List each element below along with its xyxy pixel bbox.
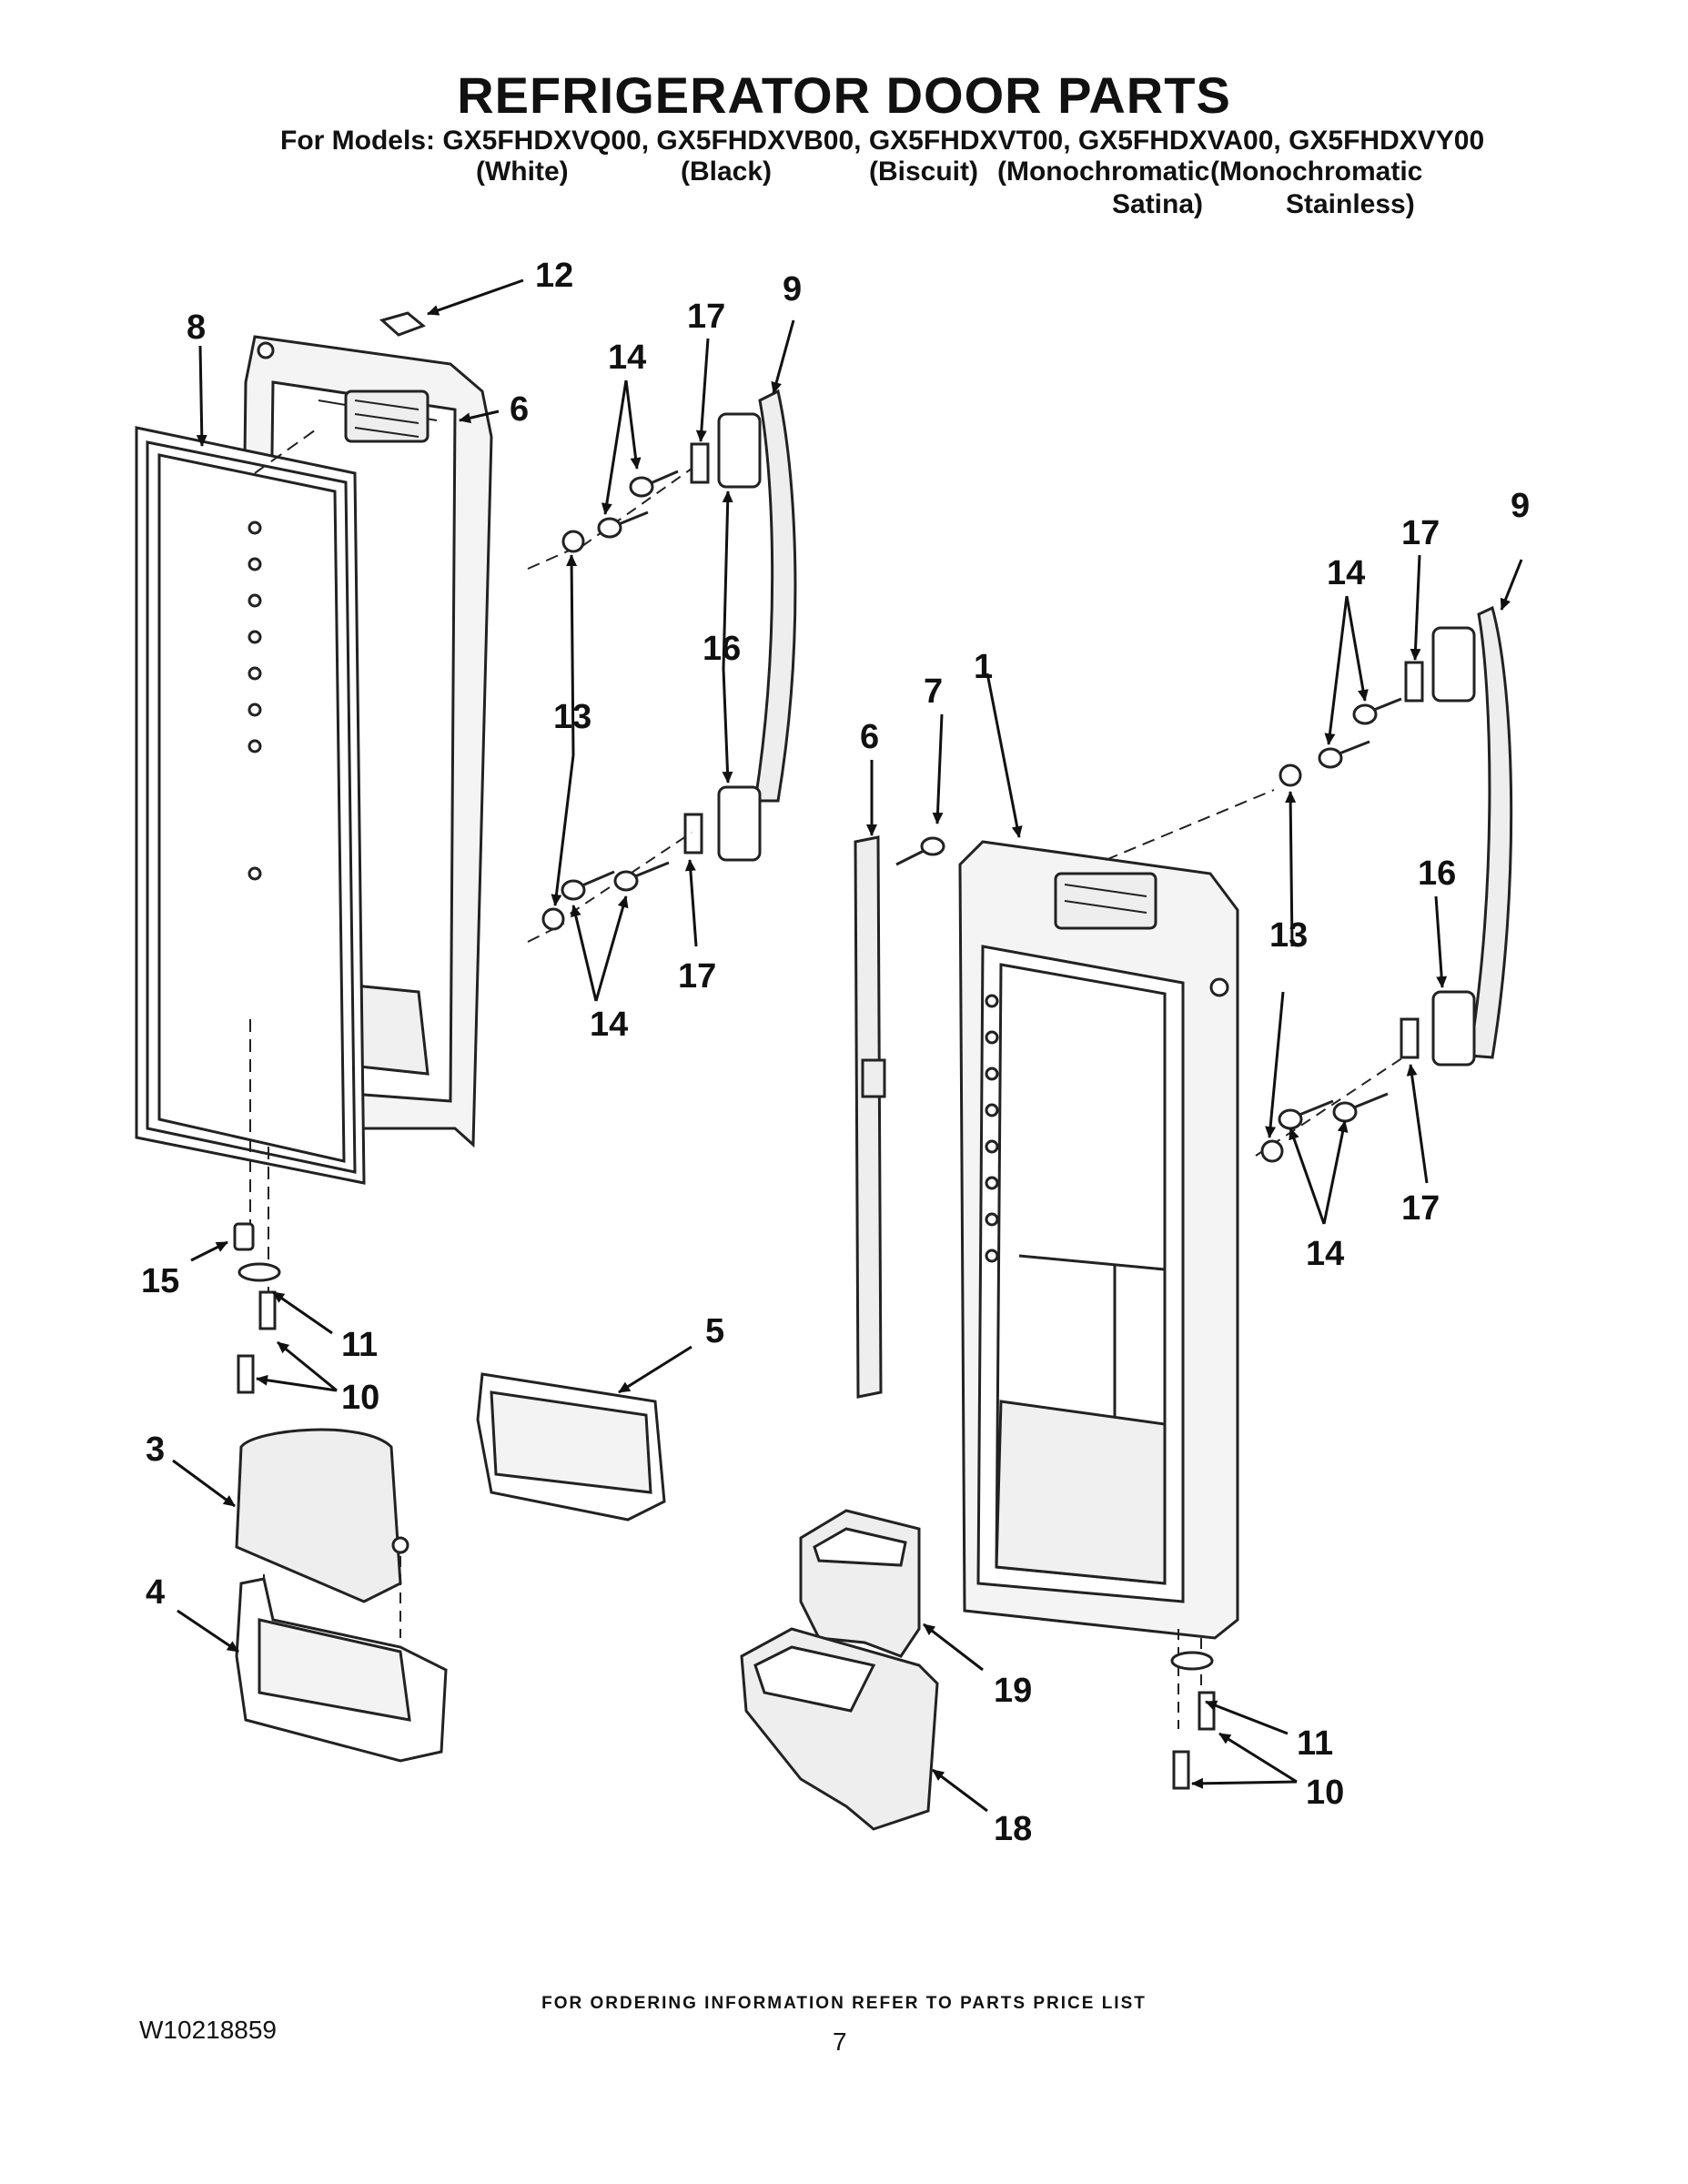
page-number: 7 — [833, 2027, 847, 2056]
color-monochromatic-stainless-1: (Monochromatic — [1210, 157, 1423, 187]
callout-6: 6 — [860, 718, 879, 756]
callout-14-right-bottom: 14 — [1306, 1235, 1344, 1273]
part-5-bin — [476, 1372, 666, 1522]
callout-17-right-top: 17 — [1401, 514, 1440, 552]
right-fasteners — [1260, 697, 1402, 1163]
callout-14-left-top: 14 — [608, 339, 646, 377]
part-3-cover — [235, 1428, 409, 1638]
part-6-hinge-rail — [854, 835, 886, 1399]
callout-18: 18 — [994, 1810, 1032, 1848]
callout-4: 4 — [146, 1573, 165, 1612]
color-monochromatic-stainless-2: Stainless) — [1286, 189, 1415, 219]
callout-13-left: 13 — [553, 698, 591, 736]
color-monochromatic-satina-1: (Monochromatic — [997, 157, 1210, 187]
color-monochromatic-satina-2: Satina) — [1112, 189, 1204, 219]
part-18-housing — [740, 1627, 939, 1831]
left-handle-assembly — [554, 389, 797, 925]
callout-leaders — [172, 278, 1523, 1813]
callout-19: 19 — [994, 1672, 1032, 1710]
callout-10-left: 10 — [341, 1379, 379, 1417]
callout-9-left: 9 — [783, 270, 802, 308]
part-19-chute — [799, 1509, 921, 1658]
callout-11-right: 11 — [1297, 1724, 1333, 1763]
callout-16-left: 16 — [702, 630, 741, 668]
callout-3: 3 — [146, 1431, 165, 1469]
callout-9-right: 9 — [1511, 487, 1530, 525]
callout-13-right: 13 — [1269, 916, 1308, 955]
document-id: W10218859 — [139, 2016, 278, 2044]
left-door-gasket — [135, 426, 366, 1185]
callout-11-left: 11 — [341, 1326, 378, 1364]
callout-10-right: 10 — [1306, 1774, 1344, 1812]
left-fasteners — [541, 470, 679, 931]
callout-2: 6 — [510, 390, 529, 429]
right-handle-assembly — [1105, 605, 1513, 1157]
callout-16-right: 16 — [1418, 854, 1456, 893]
color-white: (White) — [476, 157, 569, 187]
callout-17-right-bottom: 17 — [1401, 1189, 1440, 1228]
color-black: (Black) — [681, 157, 773, 187]
lower-left-hinge-parts — [233, 1222, 281, 1394]
callout-12: 12 — [535, 257, 573, 295]
callout-labels: 12 6 8 9 17 14 16 13 17 14 6 7 1 9 17 14… — [141, 257, 1530, 1848]
ordering-note: FOR ORDERING INFORMATION REFER TO PARTS … — [541, 1994, 1147, 2013]
right-door-panel — [958, 840, 1239, 1640]
color-biscuit: (Biscuit) — [869, 157, 978, 187]
callout-15: 15 — [141, 1262, 179, 1300]
callout-14-right-top: 14 — [1327, 554, 1365, 592]
lower-right-hinge-parts — [1170, 1629, 1216, 1790]
part-4-bin — [235, 1577, 448, 1763]
part-12-shim — [379, 311, 426, 337]
part-7-screw — [895, 836, 945, 866]
callout-1: 1 — [974, 648, 993, 686]
callout-17-left-bottom: 17 — [678, 957, 716, 996]
models-line: For Models: GX5FHDXVQ00, GX5FHDXVB00, GX… — [280, 126, 1485, 156]
callout-14-left-bottom: 14 — [590, 1006, 628, 1044]
callout-7: 7 — [924, 672, 943, 711]
callout-5: 5 — [705, 1312, 724, 1350]
callout-17-left-top: 17 — [687, 298, 725, 336]
callout-8: 8 — [187, 308, 206, 347]
page-title: REFRIGERATOR DOOR PARTS — [457, 66, 1231, 124]
